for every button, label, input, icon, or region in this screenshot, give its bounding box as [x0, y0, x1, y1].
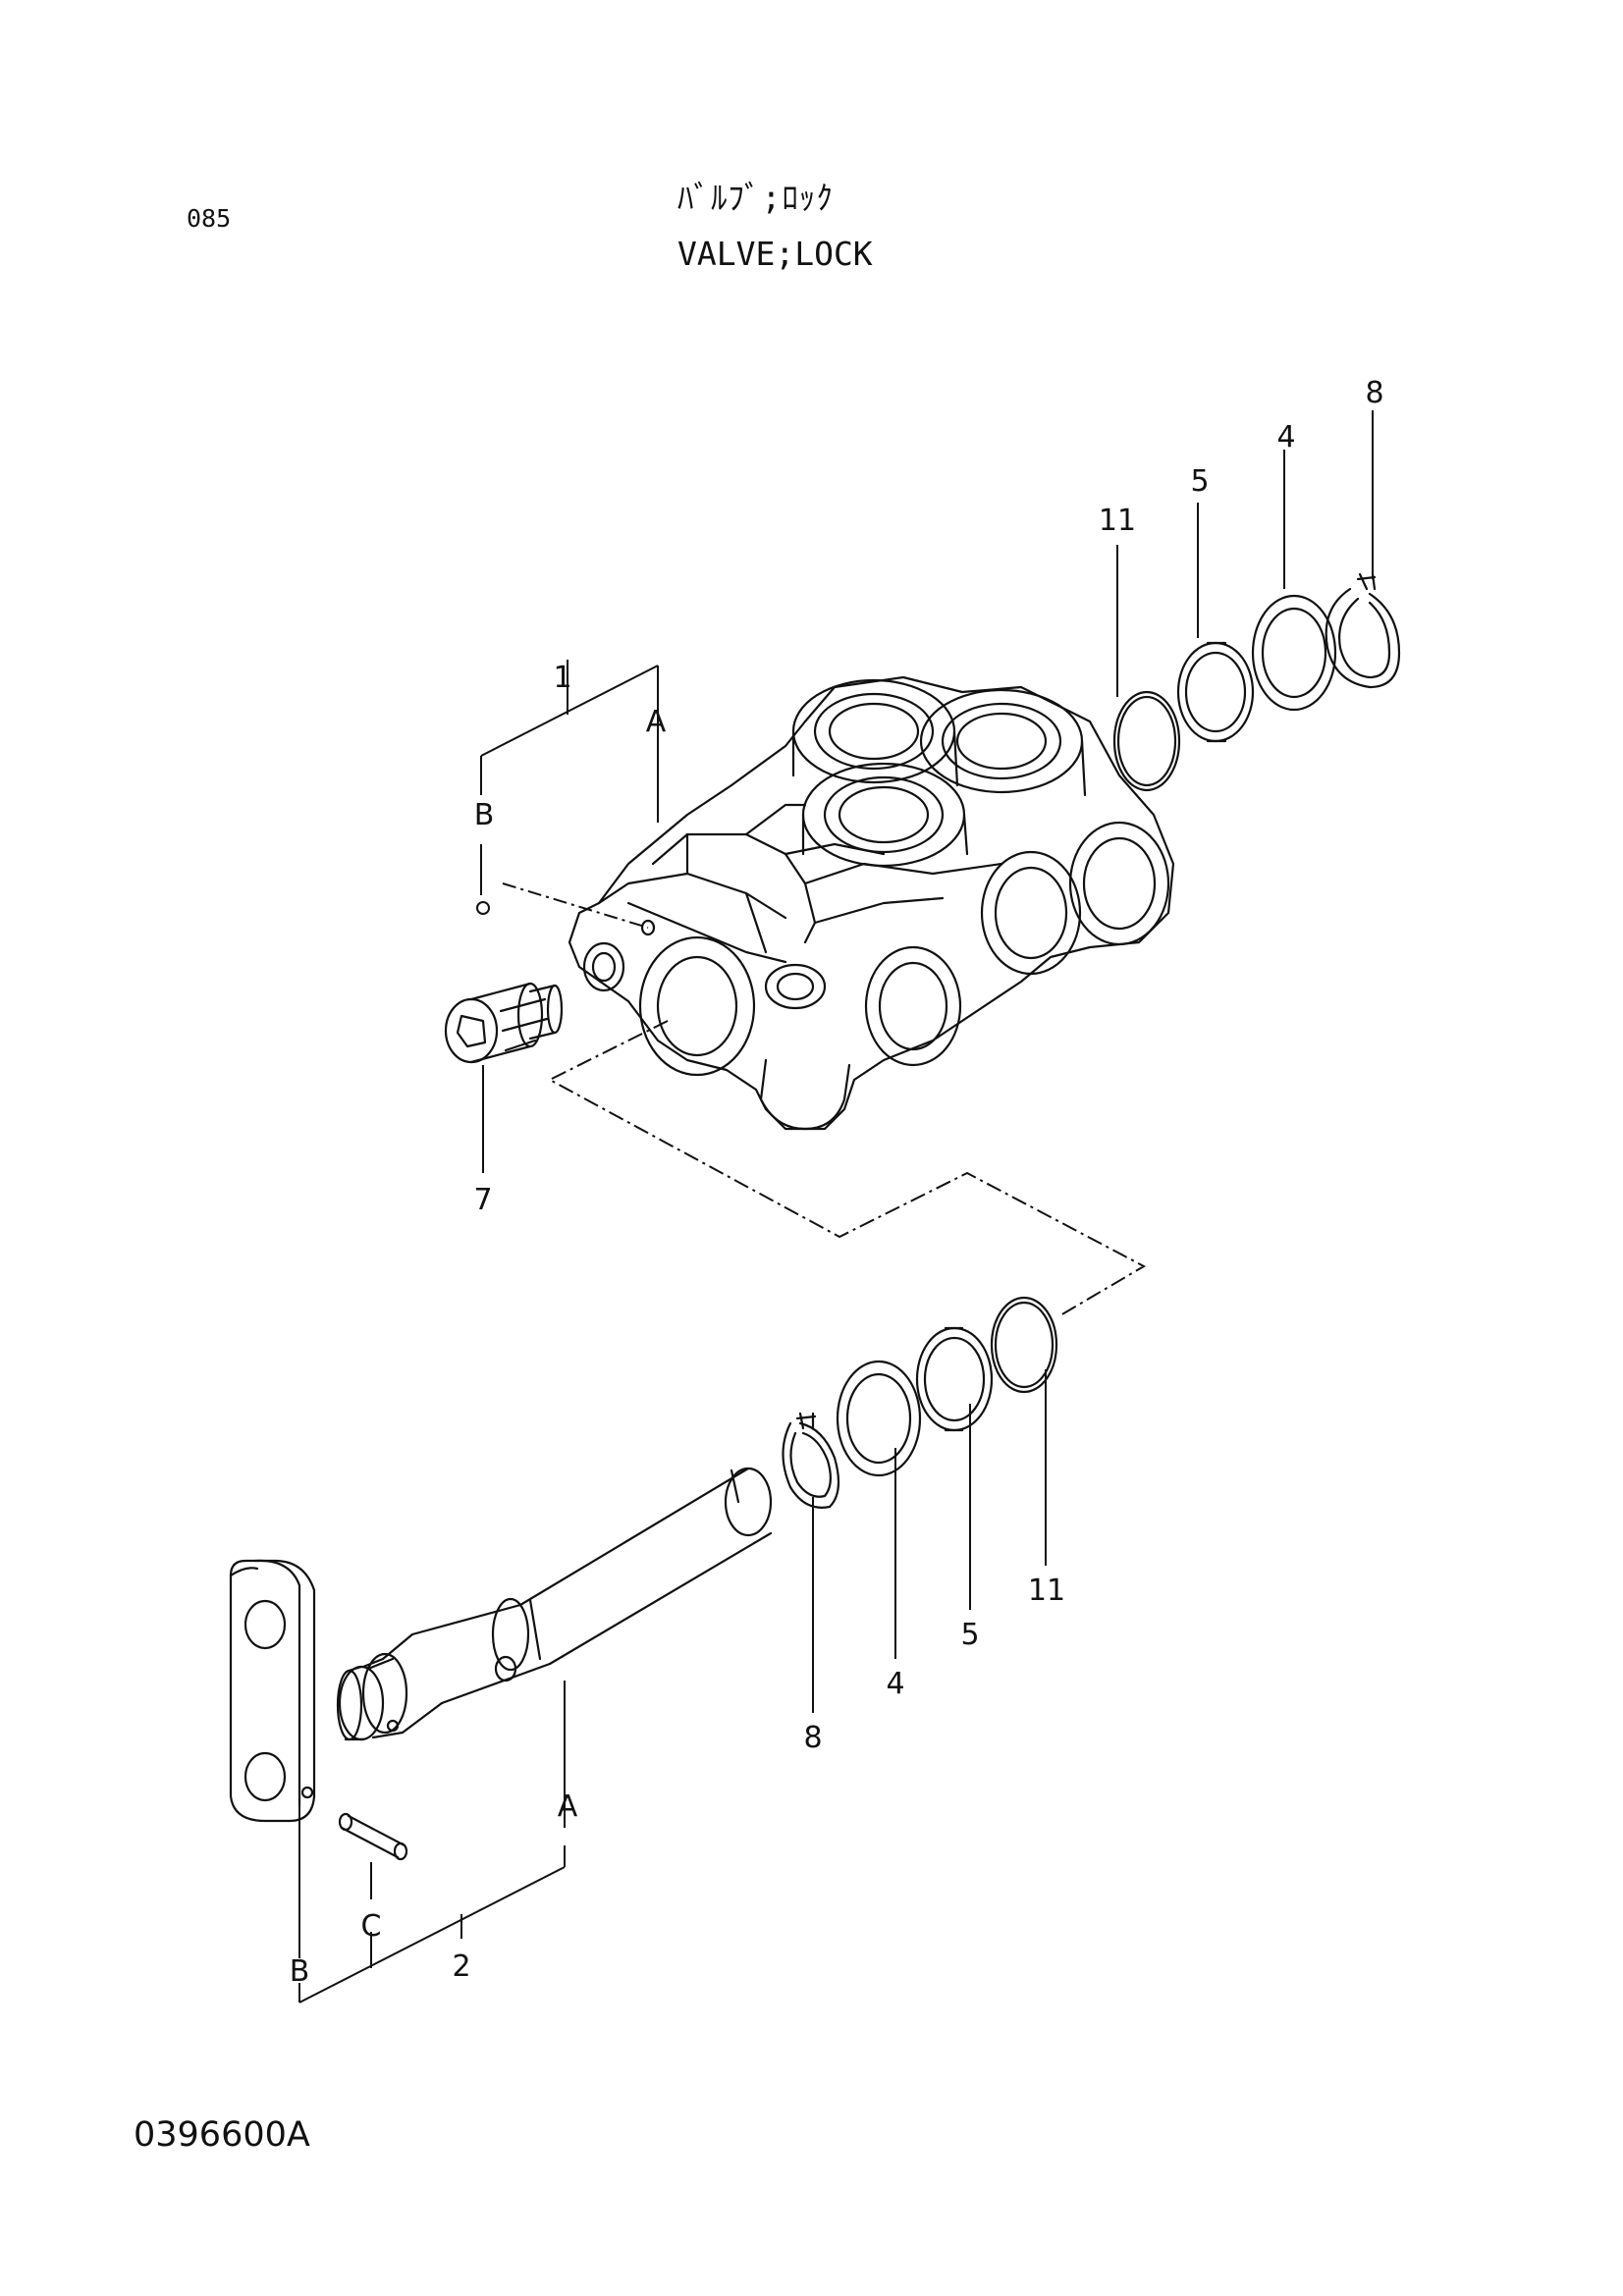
lock-plate [229, 1559, 316, 1823]
o-ring-lower [990, 1296, 1058, 1394]
lower-seal-stack [782, 1296, 1058, 1509]
callout-8-lower: 8 [803, 1721, 822, 1755]
callout-7: 7 [473, 1183, 492, 1217]
callout-2: 2 [452, 1949, 470, 1984]
callout-sub-a-shaft: A [558, 1789, 578, 1824]
callout-8-upper: 8 [1365, 376, 1383, 410]
callout-sub-a-body: A [646, 705, 667, 739]
callout-1: 1 [553, 661, 571, 695]
callout-5-upper: 5 [1190, 464, 1209, 499]
callout-11-upper: 11 [1099, 504, 1136, 538]
ring-upper [1176, 641, 1255, 743]
callout-sub-b-shaft: B [290, 1954, 310, 1989]
o-ring-upper [1112, 690, 1181, 792]
reference-dot [476, 901, 490, 915]
page-number: 085 [187, 204, 232, 233]
callout-sub-c-shaft: C [361, 1909, 382, 1944]
callout-4-lower: 4 [886, 1667, 904, 1701]
washer-upper [1251, 594, 1337, 712]
pin [338, 1812, 408, 1861]
socket-head-screw [444, 982, 564, 1064]
valve-body [568, 675, 1175, 1131]
title-english: VALVE;LOCK [677, 235, 873, 273]
washer-lower [836, 1360, 922, 1477]
drawing-code: 0396600A [134, 2115, 310, 2155]
title-japanese: ﾊﾞﾙﾌﾞ;ﾛｯｸ [677, 179, 834, 217]
callout-4-upper: 4 [1276, 420, 1295, 454]
callout-11-lower: 11 [1028, 1574, 1065, 1608]
leader-lines [298, 410, 1374, 2003]
callout-sub-b-body: B [474, 798, 495, 832]
upper-seal-stack [1112, 572, 1401, 792]
callout-5-lower: 5 [960, 1618, 979, 1652]
ring-lower [915, 1326, 994, 1432]
lock-shaft [336, 1467, 773, 1741]
callout-labels: 1 A B 7 11 5 4 8 11 5 4 8 A C 2 B [290, 376, 1384, 1989]
